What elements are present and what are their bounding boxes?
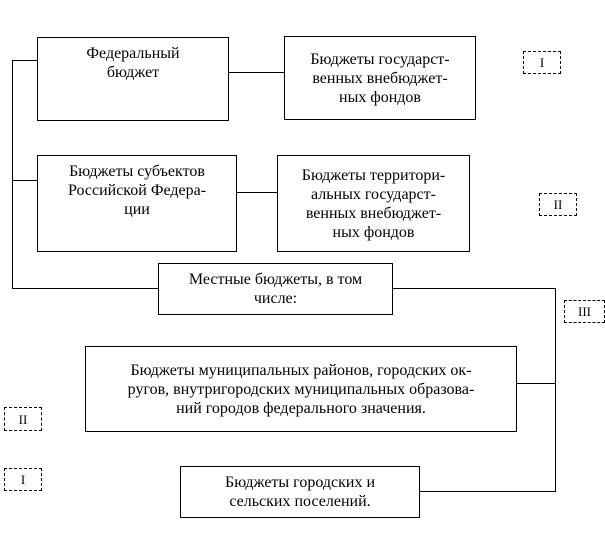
- local-right-connector: [393, 288, 556, 289]
- federal-extrabudgetary-funds-box: Бюджеты государст- венных внебюджет- ных…: [284, 36, 476, 120]
- subjects-to-funds-connector: [237, 192, 277, 193]
- local-budgets-box: Местные бюджеты, в том числе:: [158, 263, 393, 315]
- federal-bracket-connector: [12, 60, 37, 61]
- federal-budget-box: Федеральный бюджет: [37, 37, 229, 121]
- subjects-bracket-connector: [12, 180, 37, 181]
- level-marker-left-2: II: [4, 407, 42, 431]
- municipal-budgets-box: Бюджеты муниципальных районов, городских…: [85, 346, 517, 432]
- level-marker-left-1: I: [4, 468, 42, 491]
- municipal-connector: [517, 383, 556, 384]
- level-marker-right-1: I: [523, 51, 561, 74]
- local-bracket-connector: [12, 288, 158, 289]
- settlements-connector: [420, 491, 556, 492]
- right-bracket-line: [555, 288, 556, 492]
- federal-to-funds-connector: [229, 72, 284, 73]
- level-marker-right-2: II: [539, 193, 577, 216]
- settlements-budgets-box: Бюджеты городских и сельских поселений.: [180, 466, 420, 518]
- left-bracket-line: [12, 60, 13, 288]
- level-marker-right-3: III: [564, 300, 605, 323]
- subjects-budgets-box: Бюджеты субъектов Российской Федера- ции: [37, 155, 237, 252]
- territorial-extrabudgetary-funds-box: Бюджеты территори- альных государст- вен…: [277, 155, 470, 252]
